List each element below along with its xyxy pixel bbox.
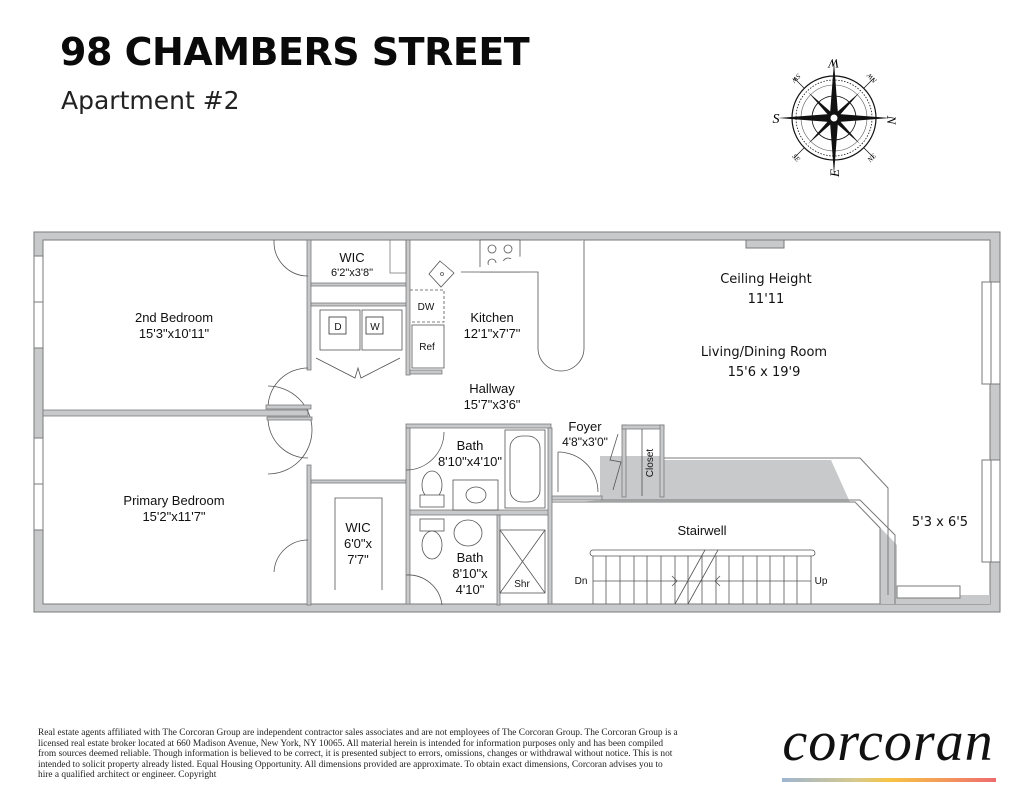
alcove-area <box>897 488 982 586</box>
interior-walls <box>42 239 665 606</box>
shower-label: Shr <box>514 579 530 590</box>
stair-up-label: Up <box>815 576 828 587</box>
room-name-wic-bottom: WIC <box>345 520 370 535</box>
kitchen-fixtures <box>410 239 585 372</box>
ceiling-height-label: Ceiling Height <box>720 272 812 287</box>
room-dims-bath-top: 8'10"x4'10" <box>438 454 502 469</box>
room-dims-wic-bottom-2: 7'7" <box>347 552 369 567</box>
dishwasher-label: DW <box>418 302 435 313</box>
room-dims-foyer: 4'8"x3'0" <box>562 435 608 449</box>
room-name-living-dining: Living/Dining Room <box>701 345 827 360</box>
room-name-bath-top: Bath <box>457 438 484 453</box>
corcoran-logo: corcoran <box>782 711 994 773</box>
room-dims-wic-bottom-1: 6'0"x <box>344 536 373 551</box>
dryer-label: D <box>334 322 341 333</box>
compass-label-w: W <box>827 56 839 71</box>
room-dims-wic-top: 6'2"x3'8" <box>331 267 373 279</box>
room-dims-primary-bedroom: 15'2"x11'7" <box>142 509 205 524</box>
ceiling-height-value: 11'11 <box>748 292 785 307</box>
room-dims-bath-bottom-1: 8'10"x <box>452 566 488 581</box>
room-dims-bath-bottom-2: 4'10" <box>456 582 485 597</box>
refrigerator-label: Ref <box>419 342 435 353</box>
washer-label: W <box>370 322 380 333</box>
stairwell-area <box>550 501 881 605</box>
room-name-wic-top: WIC <box>339 250 364 265</box>
room-name-kitchen: Kitchen <box>470 310 513 325</box>
logo-gradient-bar <box>782 778 996 782</box>
room-dims-living-dining: 15'6 x 19'9 <box>728 365 801 380</box>
room-name-stairwell: Stairwell <box>677 523 726 538</box>
bath-fixtures <box>419 429 546 594</box>
windows-left <box>33 255 44 531</box>
compass-label-se: SE <box>790 152 802 164</box>
compass-label-e: E <box>827 169 842 178</box>
door-swings <box>267 240 622 606</box>
page-title: 98 CHAMBERS STREET <box>60 30 530 74</box>
compass-rose-icon: W N E S SW NW SE NE <box>773 56 900 178</box>
room-name-second-bedroom: 2nd Bedroom <box>135 310 213 325</box>
room-dims-kitchen: 12'1"x7'7" <box>464 326 521 341</box>
windows-right <box>981 281 1001 563</box>
room-dims-second-bedroom: 15'3"x10'11" <box>139 326 210 341</box>
room-dims-alcove: 5'3 x 6'5 <box>912 515 968 530</box>
compass-label-n: N <box>884 115 899 126</box>
closet-label: Closet <box>645 449 656 478</box>
washer-dryer: D W <box>319 309 403 351</box>
legal-disclaimer: Real estate agents affiliated with The C… <box>38 728 678 781</box>
apartment-subtitle: Apartment #2 <box>61 86 240 115</box>
stair-down-label: Dn <box>575 576 588 587</box>
room-name-primary-bedroom: Primary Bedroom <box>123 493 224 508</box>
room-name-foyer: Foyer <box>568 419 602 434</box>
staircase <box>589 549 816 605</box>
room-name-hallway: Hallway <box>469 381 515 396</box>
room-dims-hallway: 15'7"x3'6" <box>464 397 521 412</box>
room-name-bath-bottom: Bath <box>457 550 484 565</box>
compass-label-s: S <box>773 112 780 127</box>
